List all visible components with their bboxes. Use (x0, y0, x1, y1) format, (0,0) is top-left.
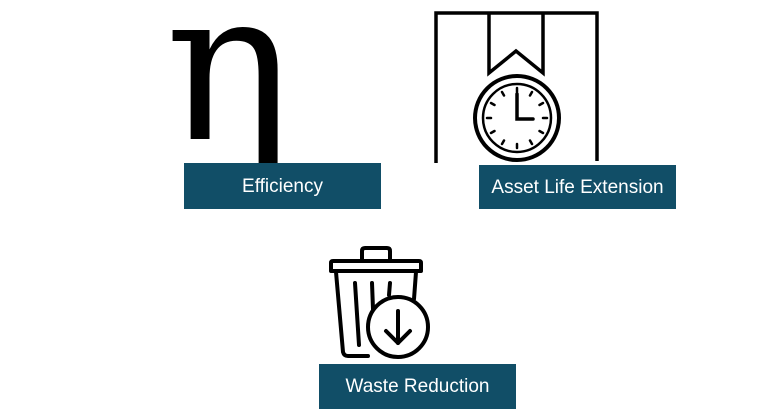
waste-reduction-label: Waste Reduction (319, 364, 516, 409)
trash-bin-down-arrow-icon (329, 246, 430, 359)
box-with-clock-icon (434, 11, 599, 163)
asset-life-extension-label: Asset Life Extension (479, 165, 676, 209)
eta-greek-letter-icon: η (165, 0, 291, 189)
efficiency-label: Efficiency (184, 163, 381, 209)
